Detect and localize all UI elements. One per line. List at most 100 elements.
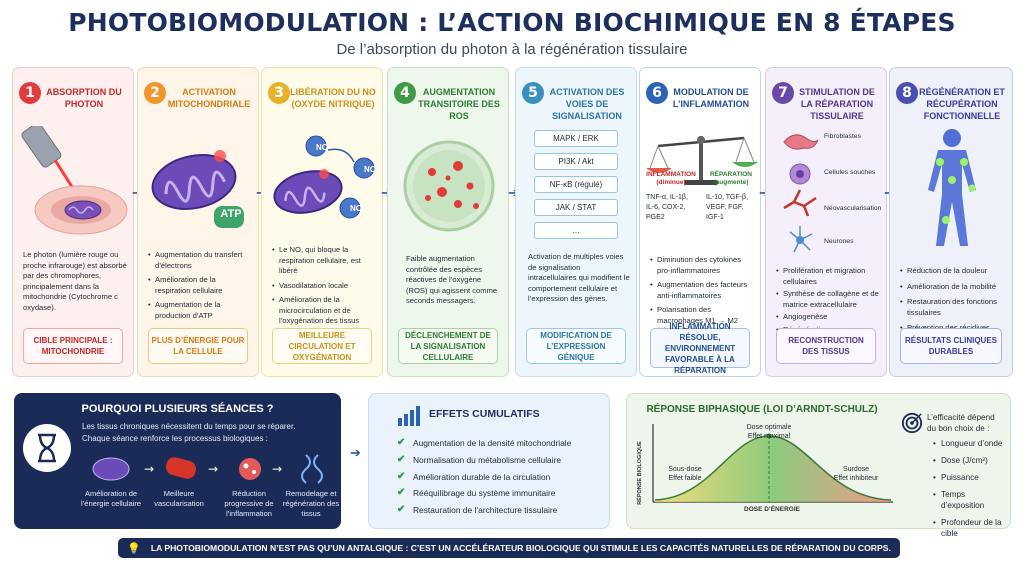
bullet: Amélioration de la mobilité — [900, 282, 1006, 293]
stage-number: 7 — [772, 82, 794, 104]
stage-number: 3 — [268, 82, 290, 104]
stage-title: Modulation de l’inflammation — [672, 87, 750, 109]
bullet: Prolifération et migration cellulaires — [776, 266, 880, 287]
biphasic-response-panel: RÉPONSE BIPHASIQUE (LOI D’ARNDT-SCHULZ) … — [626, 393, 1011, 538]
list-item: ✔Amélioration durable de la circulation — [397, 470, 551, 482]
bullet: Le NO, qui bloque la respiration cellula… — [272, 245, 376, 277]
stage-6-card: 6 Modulation de l’inflammation Inflammat… — [639, 67, 761, 377]
no-label: NO — [364, 165, 376, 174]
panel-title: EFFETS CUMULATIFS — [429, 408, 540, 420]
list-item: ✔Rééquilibrage du système immunitaire — [397, 487, 556, 499]
atp-label: ATP — [220, 208, 242, 220]
stage-bullets: Augmentation du transfert d’électrons Am… — [148, 250, 252, 325]
session-step-label: Réduction progressive de l’inflammation — [224, 489, 274, 518]
y-axis-label: RÉPONSE BIOLOGIQUE — [637, 441, 643, 505]
factor-item: Temps d’exposition — [933, 489, 1010, 511]
bullet: Angiogenèse — [776, 312, 880, 323]
list-item: ✔Normalisation du métabolisme cellulaire — [397, 453, 562, 465]
mitochondrion-illustration — [151, 150, 244, 228]
page-subtitle: De l’absorption du photon à la régénérat… — [336, 41, 688, 58]
stage-result: Cible principale : mitochondrie — [23, 328, 123, 364]
bar-chart-icon — [398, 406, 420, 426]
target-icon — [901, 412, 923, 434]
footer-banner: 💡 La photobiomodulation n’est pas qu’un … — [118, 538, 900, 558]
bullet: Amélioration de la respiration cellulair… — [148, 275, 252, 296]
photon-absorption-illustration — [21, 126, 128, 235]
balance-scale-icon — [646, 136, 758, 185]
stage-number: 6 — [646, 82, 668, 104]
factors-intro: L’efficacité dépend — [927, 413, 995, 422]
stage-number: 1 — [19, 82, 41, 104]
factor-item: Dose (J/cm²) — [933, 455, 1010, 466]
stage-result: Déclenchement de la signalisation cellul… — [398, 328, 498, 364]
stage-bullets: Prolifération et migration cellulaires S… — [776, 266, 880, 337]
stage-number: 4 — [394, 82, 416, 104]
svg-text:→: → — [272, 462, 282, 476]
stage-result: Reconstruction des tissus — [776, 328, 876, 364]
stage-title: Absorption du photon — [46, 87, 122, 109]
peak-sub: Effet maximal — [747, 433, 791, 440]
arrow-icon: ➔ — [350, 445, 361, 460]
factor-item: Puissance — [933, 472, 1010, 483]
stage-4-card: 4 Augmentation transitoire des ROS Faibl… — [387, 67, 509, 377]
checkmark-icon: ✔ — [397, 487, 406, 499]
stage-number: 5 — [522, 82, 544, 104]
checkmark-icon: ✔ — [397, 504, 406, 516]
session-step-label: Amélioration de l’énergie cellulaire — [80, 489, 142, 508]
bullet: Vasodilatation locale — [272, 281, 376, 292]
pathway-box: ... — [534, 222, 618, 239]
cumulative-effects-panel: EFFETS CUMULATIFS ✔Augmentation de la de… — [368, 393, 610, 529]
arrow-icon: ➔ — [508, 185, 519, 200]
checkmark-icon: ✔ — [397, 453, 406, 465]
stage-bullets: Le NO, qui bloque la respiration cellula… — [272, 245, 376, 331]
scale-left-label: Inflammation — [646, 171, 696, 178]
no-label: NO — [316, 143, 328, 152]
panel-title: RÉPONSE BIPHASIQUE (LOI D’ARNDT-SCHULZ) — [646, 404, 878, 415]
stage-description: Activation de multiples voies de signali… — [528, 252, 630, 303]
bullet: Augmentation de la production d’ATP — [148, 300, 252, 321]
list-item: ✔Restauration de l’architecture tissulai… — [397, 504, 558, 516]
stage-result: Inflammation résolue, environnement favo… — [650, 322, 750, 375]
stage-2-card: 2 Activation mitochondriale ATP Augmenta… — [137, 67, 259, 377]
checkmark-icon: ✔ — [397, 470, 406, 482]
session-step-label: Remodelage et régénération des tissus — [282, 489, 340, 518]
right-zone-label: Surdose — [842, 466, 870, 473]
session-steps-icons: → → → — [92, 454, 323, 484]
scale-right-sub: (augmente) — [713, 179, 749, 186]
factors-section: L’efficacité dépend du bon choix de : Lo… — [927, 412, 1010, 545]
right-markers: IL-10, TGF-β, VEGF, FGF, IGF-1 — [706, 194, 749, 221]
no-label: NO — [350, 204, 362, 213]
no-release-illustration — [273, 135, 375, 219]
left-zone-label: Sous-dose — [668, 466, 702, 473]
stage-result: Modification de l’expression génique — [526, 328, 626, 364]
pathway-box: PI3K / Akt — [534, 153, 618, 170]
lightbulb-icon: 💡 — [127, 542, 141, 555]
stage-5-card: 5 Activation des voies de signalisation … — [515, 67, 637, 377]
stage-number: 8 — [896, 82, 918, 104]
repair-cells-illustration — [783, 134, 819, 253]
factor-item: Profondeur de la cible — [933, 517, 1010, 539]
stage-title: Stimulation de la réparation tissulaire — [799, 87, 875, 121]
x-axis-label: DOSE D’ÉNERGIE — [744, 506, 800, 513]
panel-text-2: Chaque séance renforce les processus bio… — [82, 434, 268, 443]
cumulative-list: ✔Augmentation de la densité mitochondria… — [397, 437, 571, 522]
factors-intro: du bon choix de : — [927, 424, 990, 433]
stage-3-card: 3 Libération du NO (oxyde nitrique) NO N… — [261, 67, 383, 377]
pathway-box: NF-κB (régulé) — [534, 176, 618, 193]
stage-1-card: 1 Absorption du photon Le photon (lumièr… — [12, 67, 134, 377]
panel-text-1: Les tissus chroniques nécessitent du tem… — [82, 422, 296, 431]
pathway-list: MAPK / ERK PI3K / Akt NF-κB (régulé) JAK… — [534, 130, 618, 239]
stage-description: Faible augmentation contrôlée des espèce… — [406, 254, 498, 305]
stage-title: Activation mitochondriale — [167, 87, 251, 109]
stage-title: Régénération et récupération fonctionnel… — [919, 87, 1005, 121]
svg-text:→: → — [208, 462, 218, 476]
scale-right-label: Réparation — [709, 171, 752, 178]
stage-title: Activation des voies de signalisation — [549, 87, 625, 121]
stage-8-card: 8 Régénération et récupération fonctionn… — [889, 67, 1013, 377]
arrow-icon: ➔ — [381, 185, 392, 201]
left-zone-sub: Effet faible — [668, 475, 702, 482]
checkmark-icon: ✔ — [397, 437, 406, 448]
scale-left-sub: (diminue) — [656, 179, 686, 186]
stage-result: Résultats cliniques durables — [900, 328, 1002, 364]
bullet: Réduction de la douleur — [900, 266, 1006, 277]
